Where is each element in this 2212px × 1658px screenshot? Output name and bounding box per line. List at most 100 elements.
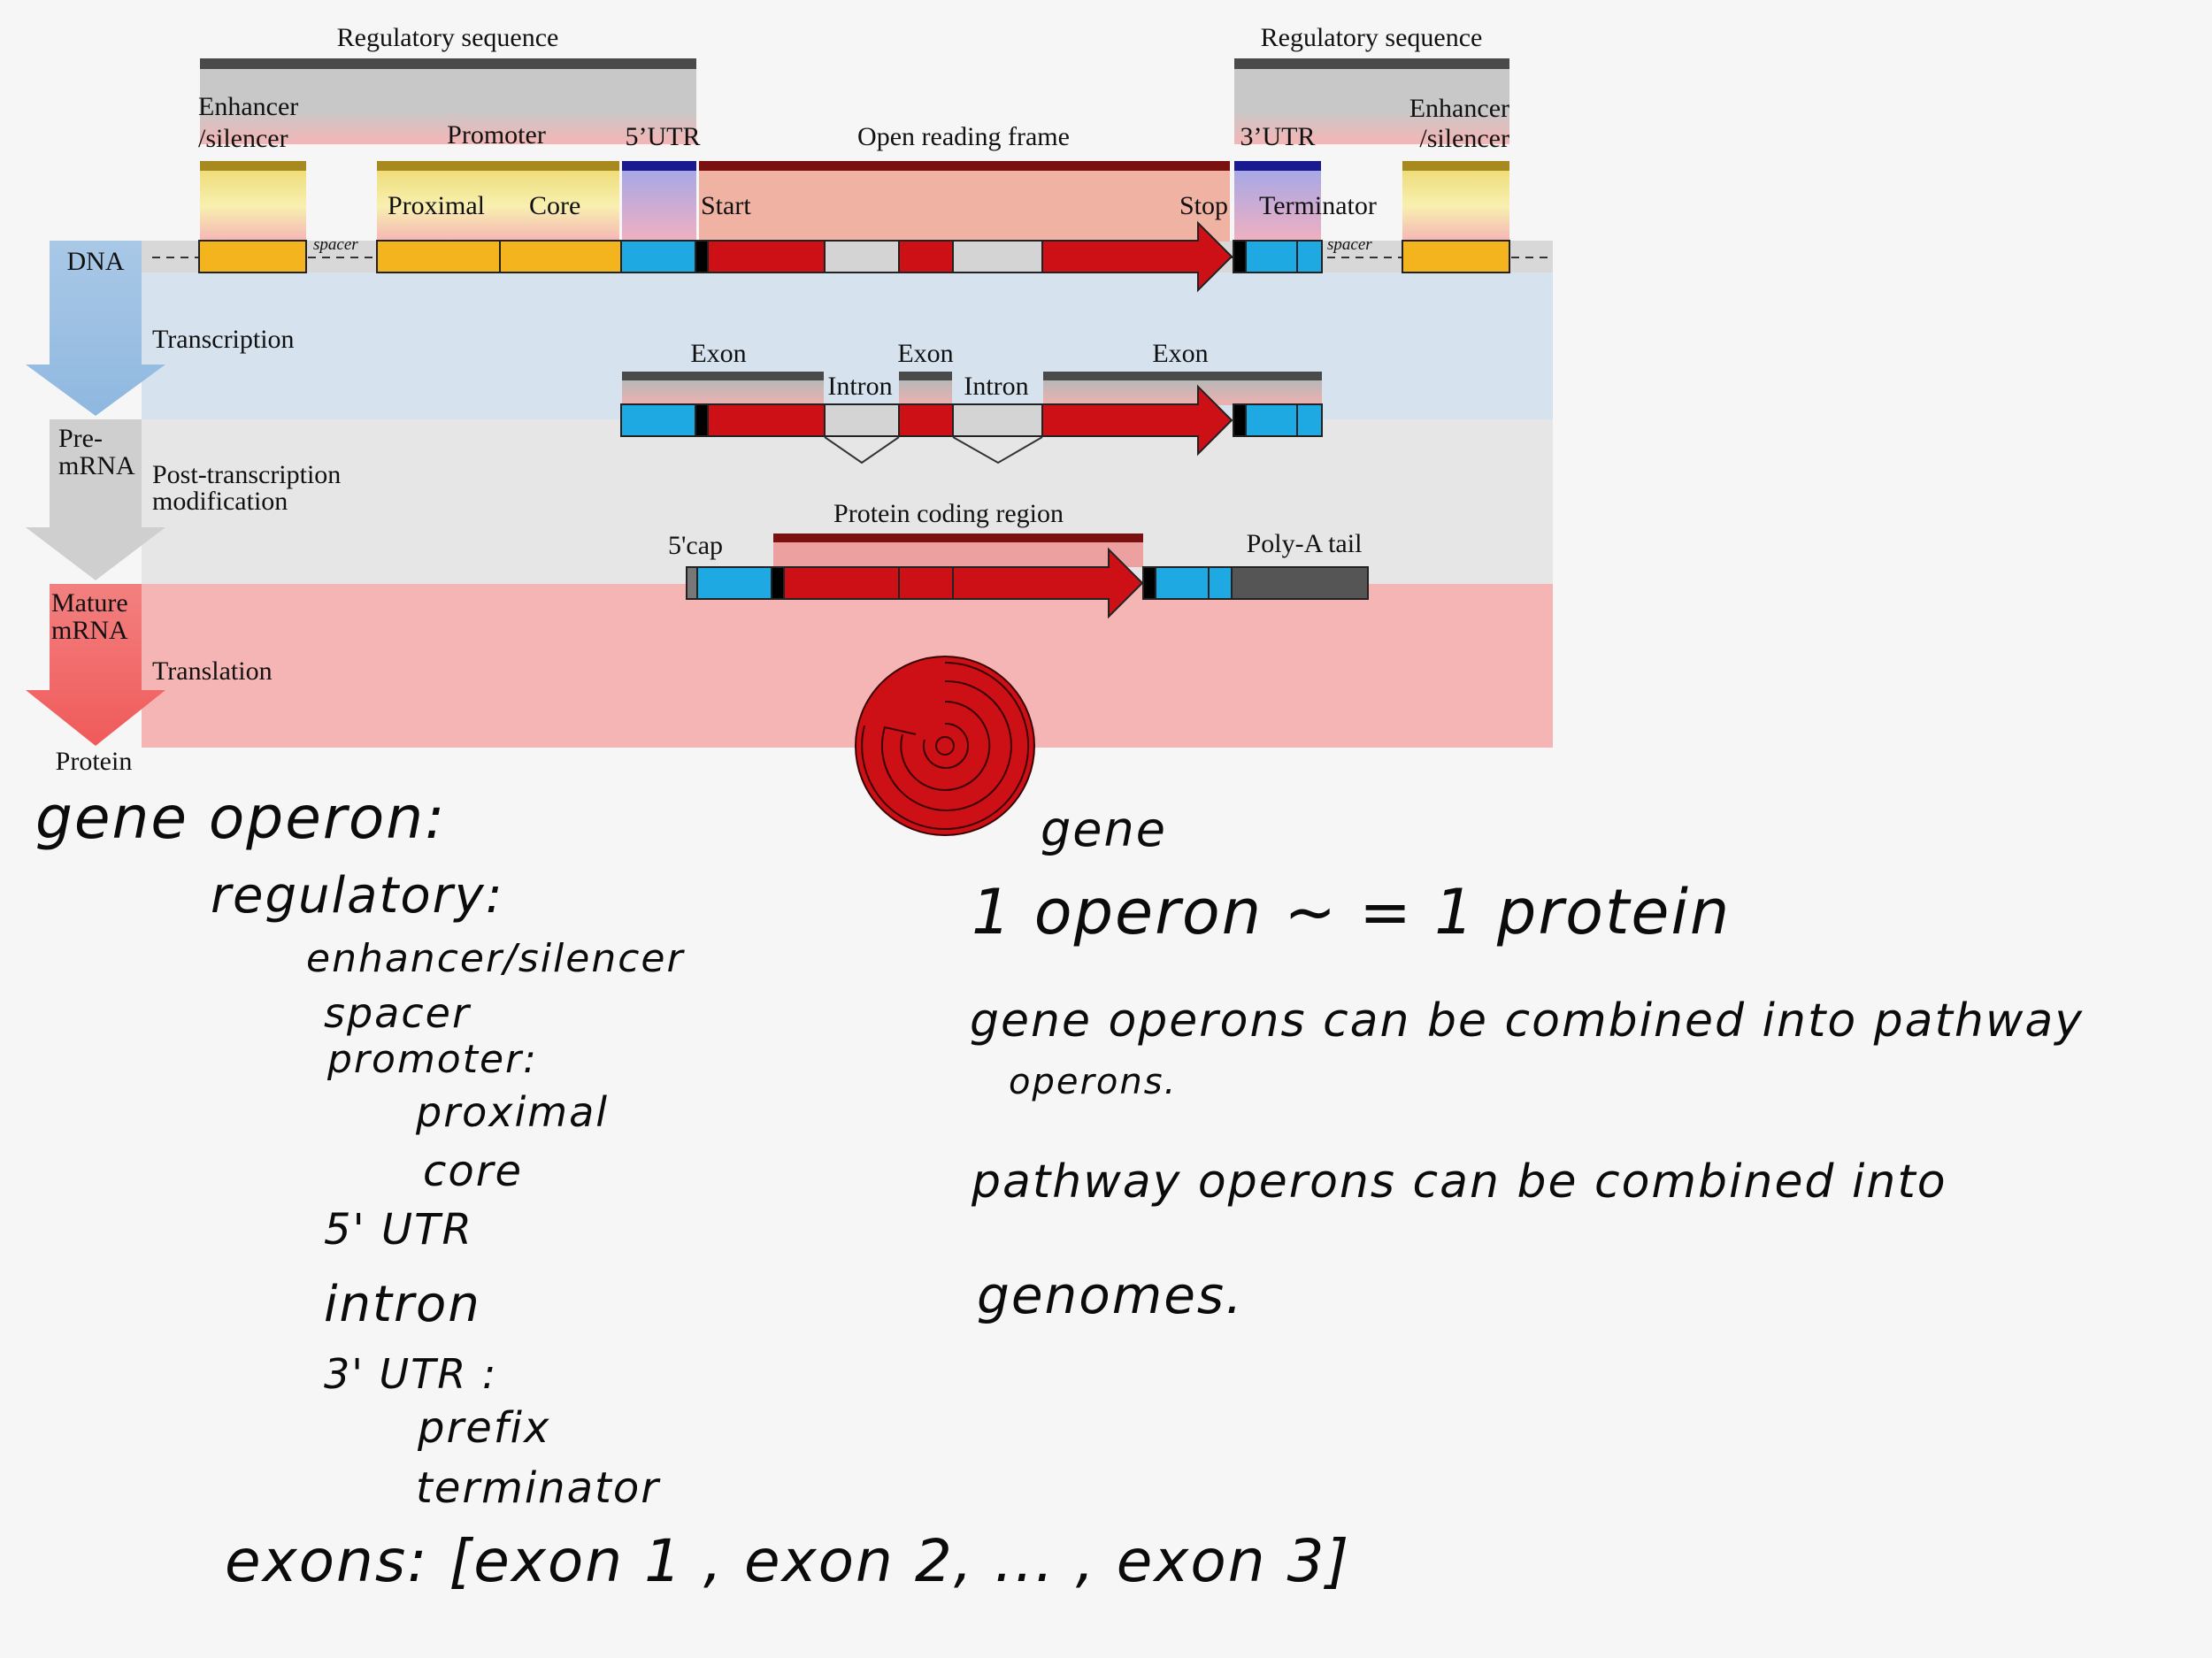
mrna-arrow [26, 584, 165, 746]
orf-bar [699, 161, 1230, 171]
enhancer-right-label-2: /silencer [1419, 124, 1509, 153]
utr3-block-b [1296, 240, 1323, 273]
utr3-block-a [1245, 240, 1298, 273]
splice-lines [824, 436, 1043, 464]
note-core: core [423, 1147, 524, 1196]
enhancer-right-gradient [1402, 171, 1509, 242]
regulatory-left-label: Regulatory sequence [337, 23, 559, 52]
post-transcription-label-2: modification [152, 487, 288, 516]
utr5-bar [622, 161, 696, 171]
note-spacer: spacer [324, 989, 471, 1037]
note-pathway-line1: gene operons can be combined into pathwa… [970, 994, 2085, 1048]
dna-arrow [26, 241, 165, 416]
mature-mrna-label-2: mRNA [51, 616, 128, 645]
regulatory-right-label: Regulatory sequence [1261, 23, 1483, 52]
proximal-label: Proximal [388, 191, 485, 220]
exon-2-gradient [899, 380, 952, 405]
coding-region-gradient [773, 542, 1143, 567]
enhancer-left-bar [200, 161, 306, 171]
premrna-label-1: Pre- [58, 424, 103, 453]
note-prefix: prefix [418, 1403, 551, 1453]
dna-exon-2 [898, 240, 954, 273]
enhancer-left-label-2: /silencer [198, 124, 288, 153]
exon-3-bar [1043, 372, 1322, 380]
folded-protein [855, 656, 1035, 836]
promoter-gradient [377, 171, 619, 242]
stop-label: Stop [1179, 191, 1228, 220]
promoter-label: Promoter [447, 120, 546, 150]
spacer-right-label: spacer [1327, 235, 1372, 254]
utr3-label: 3’UTR [1240, 122, 1316, 151]
orf-label: Open reading frame [857, 122, 1070, 151]
enhancer-left-label-1: Enhancer [198, 92, 298, 121]
premrna-arrow [26, 419, 165, 580]
note-promoter: promoter: [327, 1037, 538, 1082]
transcription-label: Transcription [152, 325, 295, 354]
start-label: Start [701, 191, 751, 220]
enhancer-right-bar [1402, 161, 1509, 171]
utr5-gradient [622, 171, 696, 242]
terminator-label: Terminator [1259, 191, 1377, 220]
polya-tail-block [1231, 566, 1369, 600]
protein-label: Protein [56, 747, 133, 776]
dna-exon-3-arrow [1041, 220, 1233, 293]
exon-3-gradient [1043, 380, 1322, 405]
dna-exon-1 [707, 240, 826, 273]
enhancer-left-block [198, 240, 307, 273]
note-intron: intron [324, 1276, 481, 1333]
proximal-block [376, 240, 501, 273]
orf-gradient [699, 171, 1230, 242]
utr5-label: 5’UTR [626, 122, 701, 151]
core-block [499, 240, 622, 273]
note-one-operon: 1 operon ~ = 1 protein [972, 876, 1732, 948]
dna-label: DNA [67, 247, 125, 276]
polya-tail-label: Poly-A tail [1247, 529, 1363, 558]
coding-region-bar [773, 533, 1143, 542]
note-exons: exons: [exon 1 , exon 2, ... , exon 3] [225, 1527, 1351, 1595]
regulatory-left-bar [200, 58, 696, 69]
intron-1-label: Intron [827, 372, 892, 401]
note-utr3: 3' UTR : [324, 1350, 498, 1398]
exon-2-bar [899, 372, 952, 380]
intron-2-label: Intron [964, 372, 1028, 401]
promoter-bar [377, 161, 619, 171]
exon-2-label: Exon [897, 339, 953, 368]
note-utr5: 5' UTR [324, 1205, 473, 1255]
note-genome-line1: pathway operons can be combined into [972, 1155, 1947, 1209]
core-label: Core [529, 191, 580, 220]
premrna-strip [620, 384, 1323, 457]
dna-intron-2 [952, 240, 1043, 273]
exon-1-bar [622, 372, 824, 380]
cap5-label: 5'cap [668, 531, 723, 560]
post-transcription-label-1: Post-transcription [152, 460, 341, 489]
premrna-label-2: mRNA [58, 451, 135, 480]
note-enhancer-silencer: enhancer/silencer [306, 936, 685, 981]
mrna-band [142, 584, 1553, 748]
mature-mrna-strip [686, 547, 1369, 619]
translation-label: Translation [152, 656, 273, 686]
enhancer-right-label-1: Enhancer [1409, 94, 1509, 123]
utr3-bar [1234, 161, 1321, 171]
exon-1-label: Exon [690, 339, 746, 368]
enhancer-left-gradient [200, 171, 306, 242]
note-pathway-line2: operons. [1009, 1062, 1178, 1102]
note-terminator: terminator [416, 1463, 660, 1513]
start-codon-block [695, 240, 709, 273]
exon-3-label: Exon [1152, 339, 1208, 368]
mature-mrna-label-1: Mature [51, 588, 128, 618]
enhancer-right-block [1402, 240, 1510, 273]
utr3-gradient [1234, 171, 1321, 242]
spacer-left-label: spacer [313, 235, 358, 254]
exon-1-gradient [622, 380, 824, 405]
cap-5-block [686, 566, 698, 600]
dna-intron-1 [824, 240, 900, 273]
regulatory-left-gradient [200, 69, 696, 144]
dna-strip-blocks [198, 220, 1510, 293]
note-heading: gene operon: [35, 784, 447, 852]
regulatory-right-bar [1234, 58, 1509, 69]
note-regulatory: regulatory: [211, 867, 504, 925]
regulatory-right-gradient [1234, 69, 1509, 144]
note-gene-superscript: gene [1041, 802, 1167, 857]
note-proximal: proximal [416, 1088, 610, 1136]
